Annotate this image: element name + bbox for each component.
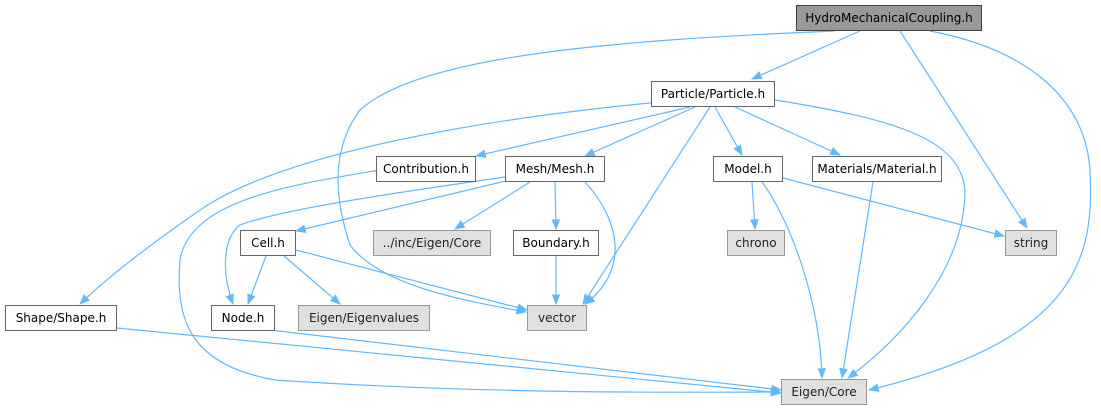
node-particle-h[interactable]: Particle/Particle.h (651, 81, 775, 107)
edge-material-to-eigen_core (839, 181, 874, 380)
edge-particle-to-mesh (584, 106, 696, 157)
edge-model-to-string (782, 177, 1006, 238)
node-node-h[interactable]: Node.h (211, 305, 275, 331)
edge-mesh-to-vector (584, 181, 616, 305)
edge-contribution-to-eigen_core (178, 169, 782, 397)
node-contribution-h[interactable]: Contribution.h (376, 156, 476, 182)
edge-node-to-eigen_core (269, 329, 783, 394)
edge-root-to-string (899, 30, 1028, 229)
edge-mesh-to-cell (294, 179, 511, 233)
node-material-h[interactable]: Materials/Material.h (812, 156, 942, 182)
node-hydromechanicalcoupling-h: HydroMechanicalCoupling.h (796, 5, 982, 31)
edge-particle-to-material (734, 106, 841, 156)
edge-particle-to-shape (79, 101, 661, 305)
node-mesh-h[interactable]: Mesh/Mesh.h (505, 156, 605, 182)
node-eigen-core: Eigen/Core (781, 379, 867, 405)
edge-cell-to-node (247, 255, 267, 306)
edge-root-to-particle (751, 30, 861, 80)
edge-particle-to-model (714, 106, 743, 156)
edge-mesh-to-node (224, 176, 506, 306)
edge-shape-to-eigen_core (116, 327, 783, 397)
node-inc-eigen-core: ../inc/Eigen/Core (373, 230, 491, 256)
node-cell-h[interactable]: Cell.h (240, 230, 296, 256)
node-eigen-eigenvalues: Eigen/Eigenvalues (298, 305, 430, 331)
node-model-h[interactable]: Model.h (713, 156, 783, 182)
node-string: string (1005, 230, 1057, 256)
edge-root-to-eigen_core (867, 30, 1092, 392)
node-shape-h[interactable]: Shape/Shape.h (5, 305, 117, 331)
node-chrono: chrono (727, 230, 785, 256)
edge-root-to-vector (337, 30, 836, 315)
edge-cell-to-vector (295, 249, 529, 312)
edge-particle-to-contribution (474, 106, 691, 159)
edge-model-to-eigen_core (761, 181, 827, 380)
edge-model-to-chrono (750, 181, 759, 231)
edge-particle-to-eigen_core (774, 99, 966, 379)
edge-cell-to-eigenvalues (283, 255, 341, 305)
edge-mesh-to-inc_eigen_core (454, 181, 531, 230)
node-vector: vector (527, 305, 587, 331)
node-boundary-h[interactable]: Boundary.h (513, 230, 599, 256)
edge-particle-to-vector (582, 106, 711, 305)
edge-mesh-to-boundary (551, 181, 561, 231)
